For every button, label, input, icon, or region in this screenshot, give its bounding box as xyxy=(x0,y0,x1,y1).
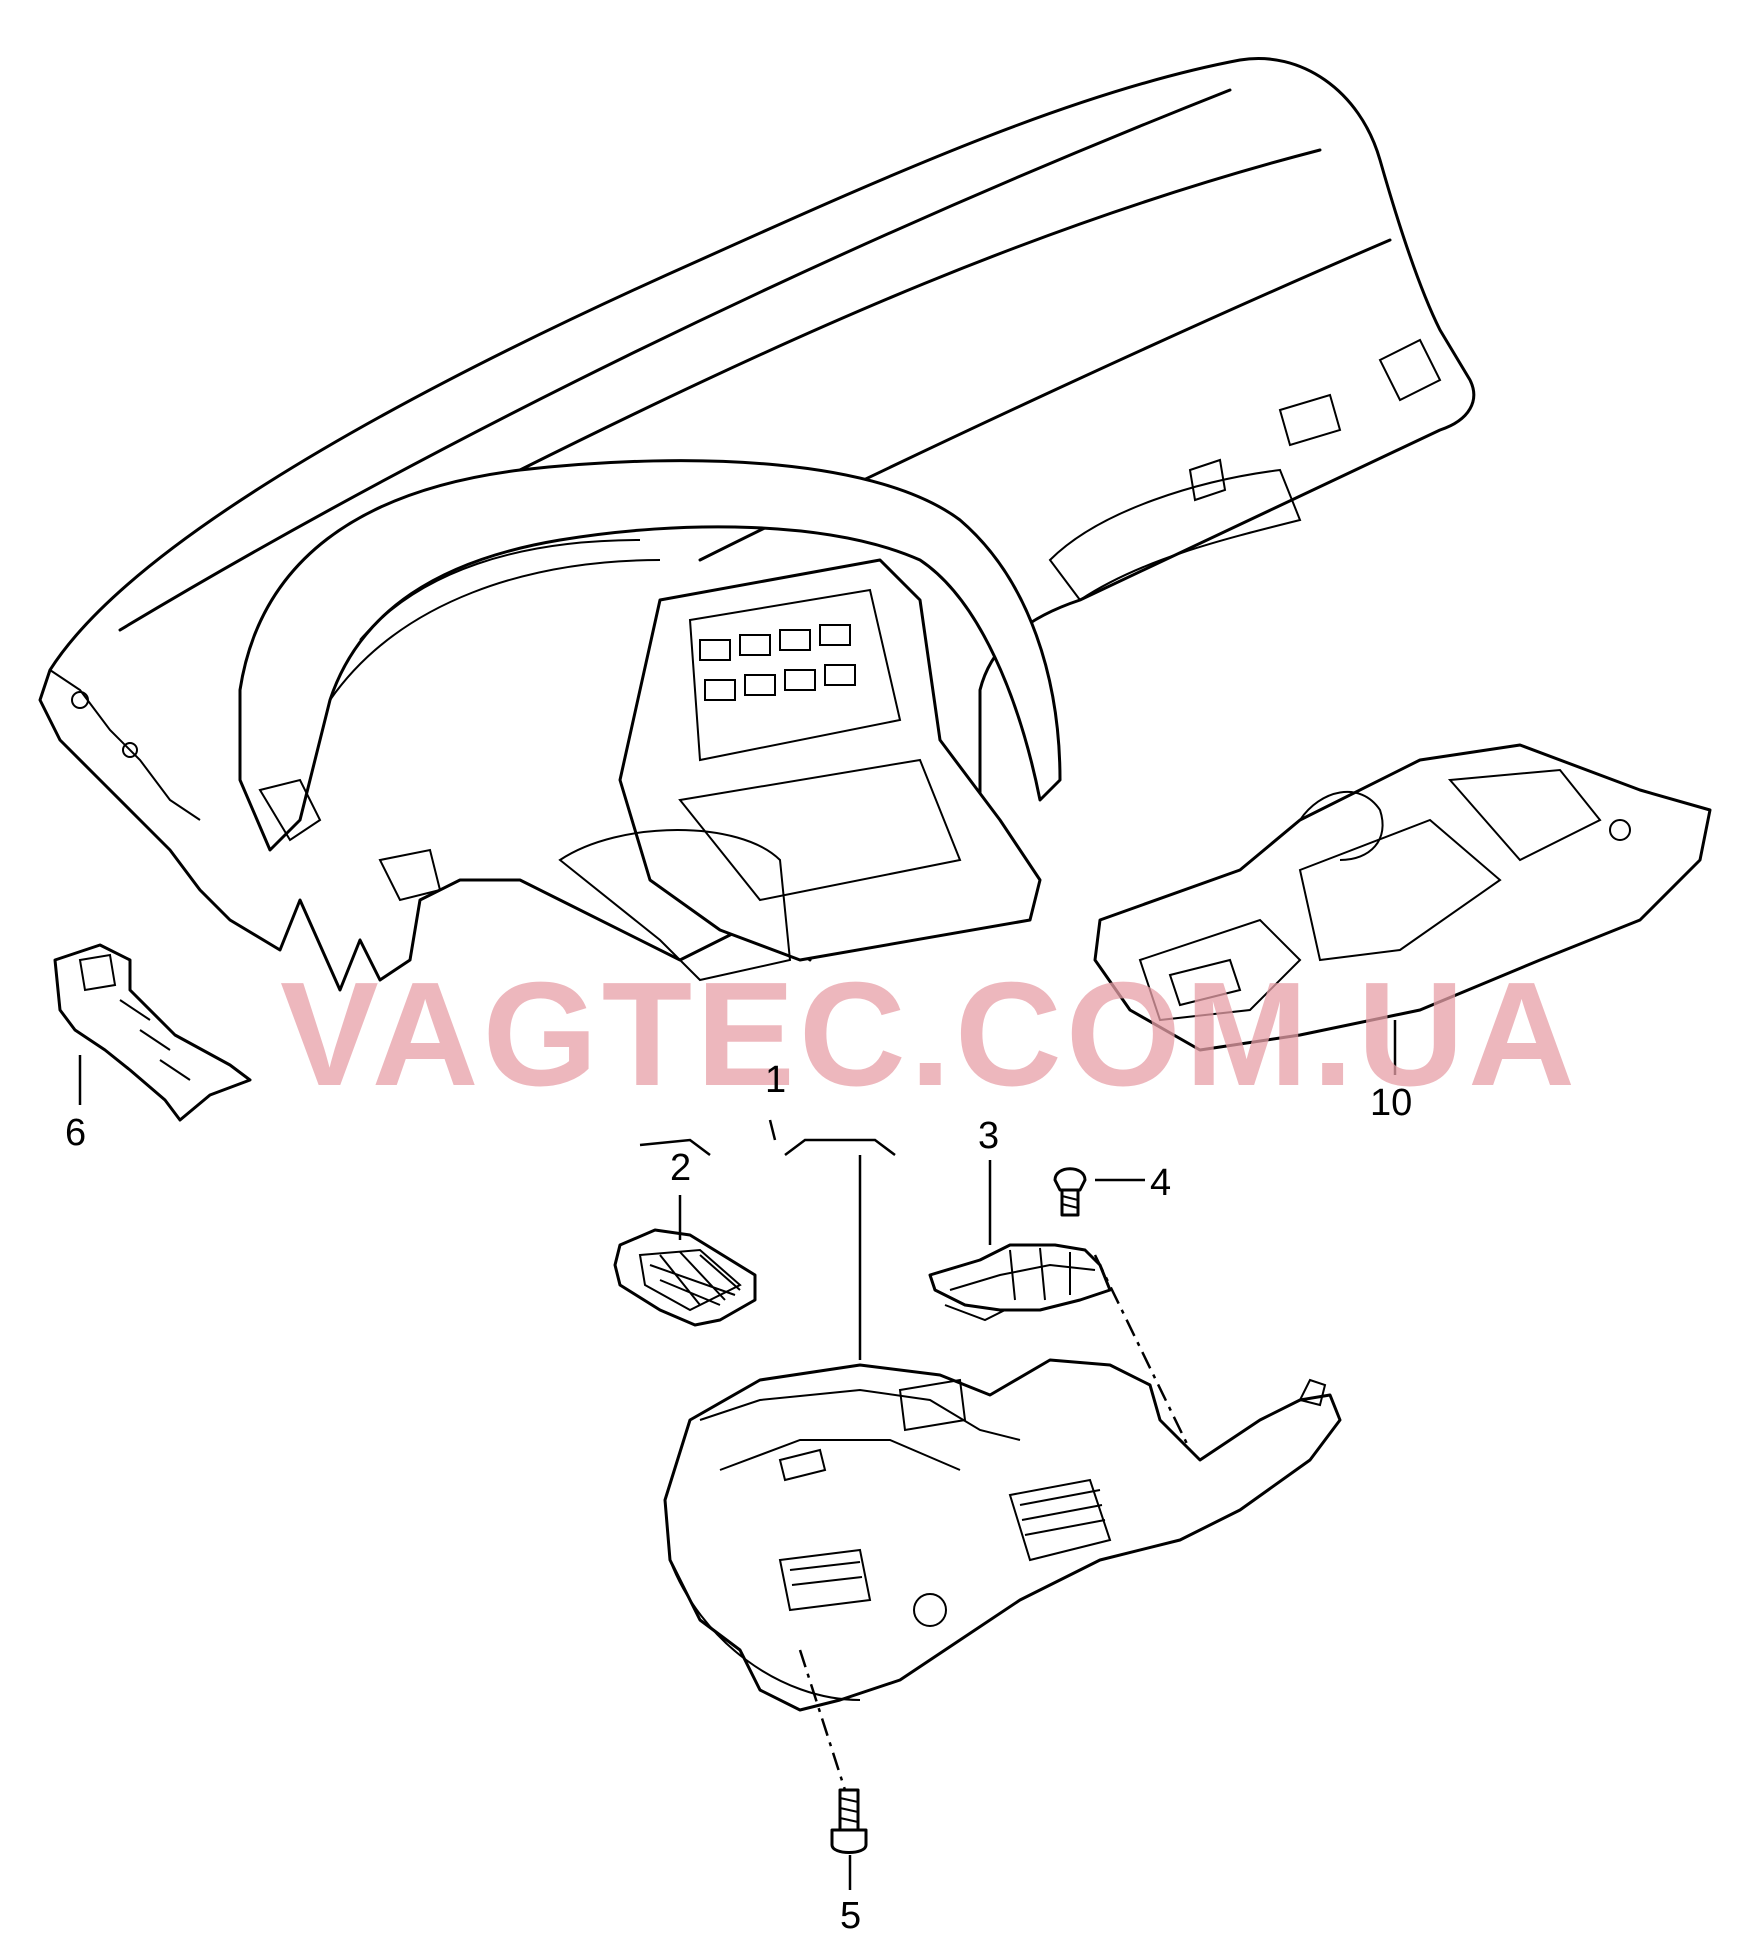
watermark-text: VAGTEC.COM.UA xyxy=(280,952,1579,1117)
callout-1: 1 xyxy=(765,1059,786,1101)
part-5-screw xyxy=(830,1788,868,1854)
leader-lines xyxy=(78,1020,1397,1890)
callout-5: 5 xyxy=(840,1895,861,1937)
callout-4: 4 xyxy=(1150,1162,1171,1204)
part-10-glove-box-assembly xyxy=(1093,743,1712,1052)
callout-2: 2 xyxy=(670,1147,691,1189)
dashboard-panel xyxy=(38,57,1476,992)
part-6-bracket xyxy=(53,943,252,1122)
callout-10: 10 xyxy=(1370,1082,1412,1124)
callout-6: 6 xyxy=(65,1112,86,1154)
assembly-line-4 xyxy=(1093,1254,1192,1451)
part-4-screw xyxy=(1053,1167,1087,1217)
part-3-lid-trim xyxy=(928,1243,1112,1322)
callout-3: 3 xyxy=(978,1115,999,1157)
part-2-mesh-insert xyxy=(613,1228,757,1327)
assembly-line-5 xyxy=(798,1649,847,1791)
part-1-glove-box xyxy=(663,1358,1342,1712)
